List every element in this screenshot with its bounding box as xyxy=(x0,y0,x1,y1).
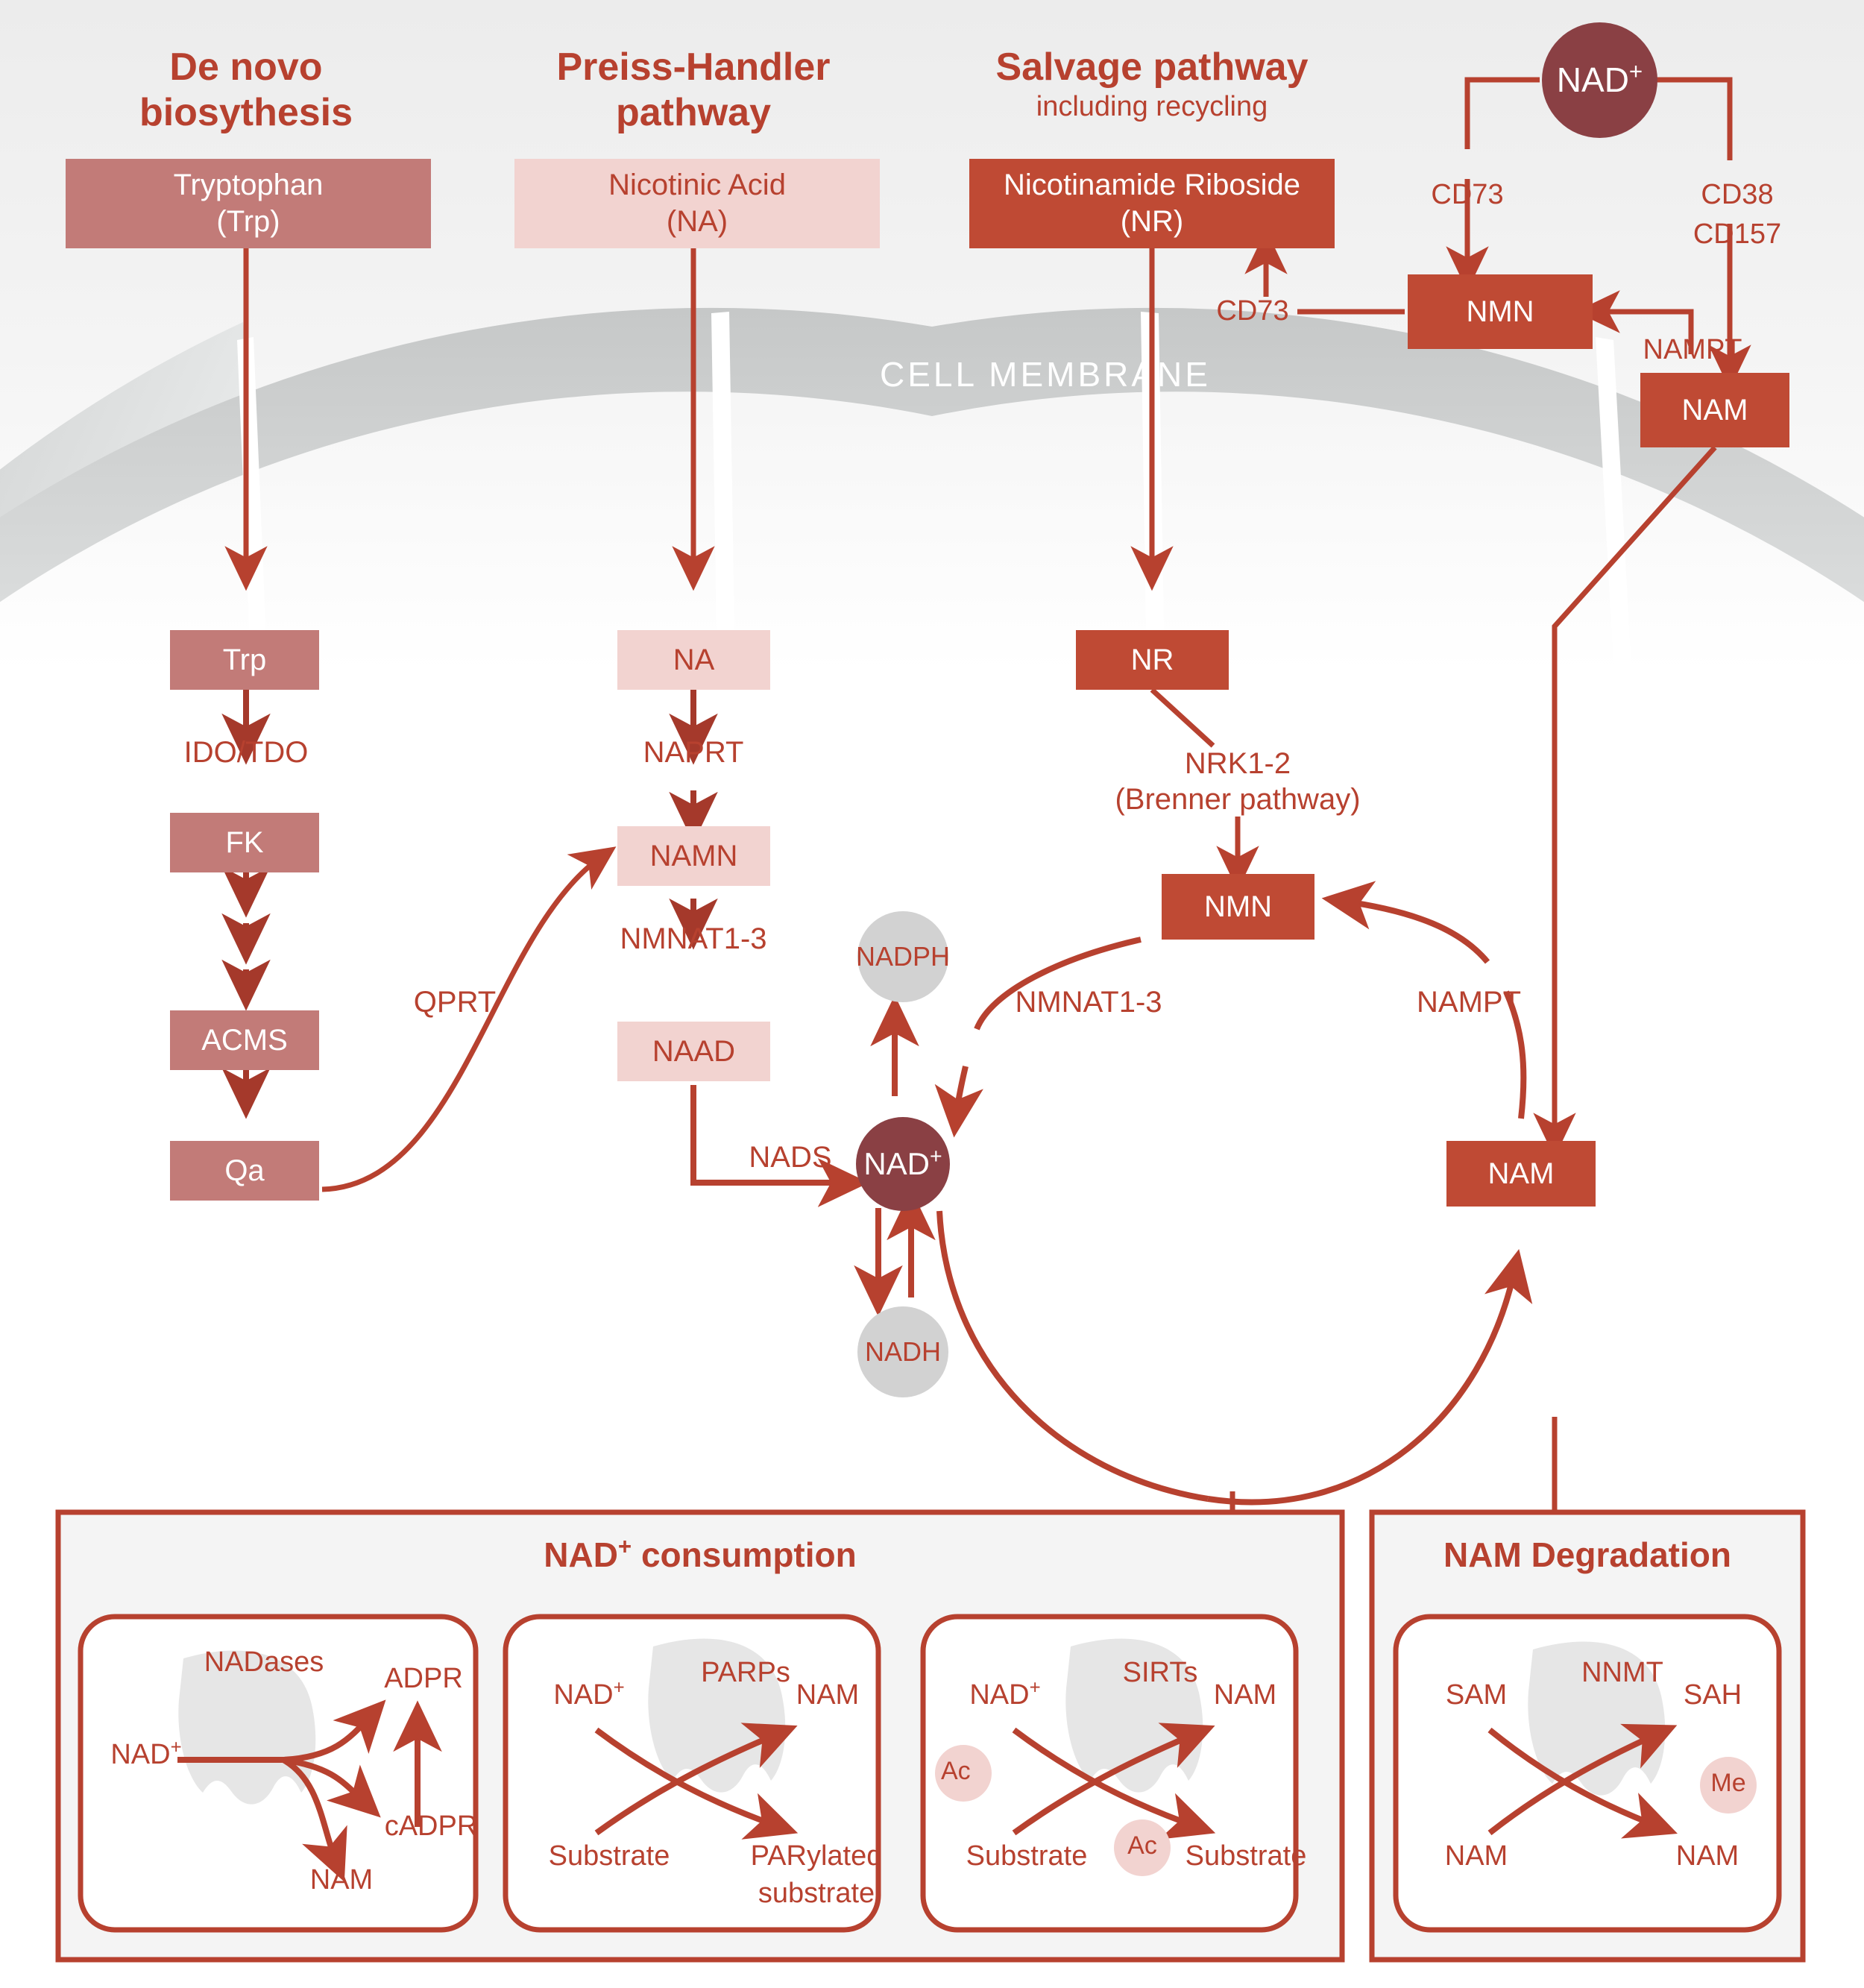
sirts-ac-out-label: Ac xyxy=(1127,1831,1157,1860)
enzyme-cd73-top: CD73 xyxy=(1431,179,1504,210)
sirts-out-substrate: Substrate xyxy=(1185,1840,1307,1872)
header-de-novo-line2: biosythesis xyxy=(139,91,353,135)
box-na-line2: (NA) xyxy=(666,205,728,238)
circle-nad-core[interactable]: NAD+ xyxy=(856,1117,950,1211)
enzyme-cd73-side: CD73 xyxy=(1216,295,1289,327)
box-tryptophan-line2: (Trp) xyxy=(216,205,280,238)
box-nr-intracellular[interactable]: NR xyxy=(1076,630,1229,690)
enzyme-nrk-line2: (Brenner pathway) xyxy=(1115,783,1361,816)
nadases-out-cadpr: cADPR xyxy=(384,1811,478,1842)
box-nmn-intracellular[interactable]: NMN xyxy=(1162,874,1314,940)
membrane-label: CELL MEMBRANE xyxy=(880,355,1211,394)
sirts-in-nad: NAD+ xyxy=(969,1677,1041,1711)
header-de-novo-line1: De novo xyxy=(169,45,323,89)
enzyme-nampt-core: NAMPT xyxy=(1417,986,1521,1019)
box-nr-line1: Nicotinamide Riboside xyxy=(1004,169,1300,202)
sirts-out-nam: NAM xyxy=(1213,1679,1277,1711)
box-tryptophan[interactable]: Tryptophan (Trp) xyxy=(66,159,431,248)
box-trp[interactable]: Trp xyxy=(170,630,319,690)
enzyme-parps: PARPs xyxy=(701,1657,790,1688)
top-right-connectors xyxy=(1244,77,1751,1158)
enzyme-nnmt: NNMT xyxy=(1581,1657,1663,1688)
enzyme-nadases: NADases xyxy=(204,1646,324,1678)
parps-in-nad: NAD+ xyxy=(553,1677,625,1711)
nadases-out-nam: NAM xyxy=(309,1864,374,1896)
sirts-in-substrate: Substrate xyxy=(966,1840,1088,1872)
qprt-arrow xyxy=(321,846,617,1192)
enzyme-sirts: SIRTs xyxy=(1122,1657,1198,1688)
box-qa[interactable]: Qa xyxy=(170,1141,319,1201)
nnmt-arrows xyxy=(1487,1723,1678,1839)
box-naad[interactable]: NAAD xyxy=(617,1022,770,1081)
parps-out-parylated: PARylated xyxy=(750,1840,883,1872)
enzyme-naprt: NAPRT xyxy=(643,736,744,769)
enzyme-nads: NADS xyxy=(749,1141,832,1174)
parps-out-substrate: substrate xyxy=(758,1878,875,1909)
nadases-in-nad: NAD+ xyxy=(110,1737,182,1770)
box-na-line1: Nicotinic Acid xyxy=(608,169,786,202)
box-nr-line2: (NR) xyxy=(1120,205,1184,238)
panel-title-degradation: NAM Degradation xyxy=(1443,1535,1731,1574)
box-nmn-extracellular[interactable]: NMN xyxy=(1408,274,1593,349)
nnmt-out-nam: NAM xyxy=(1675,1840,1739,1872)
panel-title-consumption: NAD+ consumption xyxy=(544,1533,857,1574)
parps-arrows xyxy=(594,1723,799,1840)
circle-nad-extracellular[interactable]: NAD+ xyxy=(1542,22,1657,138)
enzyme-cd38: CD38 xyxy=(1701,179,1774,210)
box-na[interactable]: NA xyxy=(617,630,770,690)
enzyme-ido-tdo: IDO/TDO xyxy=(183,736,309,769)
circle-nadh[interactable]: NADH xyxy=(857,1306,948,1397)
box-nam-extracellular[interactable]: NAM xyxy=(1640,373,1789,447)
enzyme-nmnat-preiss: NMNAT1-3 xyxy=(620,922,767,955)
panel-title-consumption-rest: consumption xyxy=(632,1535,857,1574)
header-de-novo: De novo biosythesis xyxy=(82,45,410,136)
sirts-arrows xyxy=(1012,1723,1216,1840)
header-salvage: Salvage pathway including recycling xyxy=(969,45,1335,124)
box-fk[interactable]: FK xyxy=(170,813,319,872)
circle-nad-label: NAD+ xyxy=(1556,59,1643,100)
header-preiss-line2: pathway xyxy=(615,91,772,135)
box-nicotinamide-riboside[interactable]: Nicotinamide Riboside (NR) xyxy=(969,159,1335,248)
header-preiss-handler: Preiss-Handler pathway xyxy=(529,45,857,136)
nnmt-in-sam: SAM xyxy=(1445,1679,1508,1711)
parps-out-nam: NAM xyxy=(796,1679,860,1711)
enzyme-nrk-line1: NRK1-2 xyxy=(1184,747,1291,780)
header-preiss-line1: Preiss-Handler xyxy=(556,45,831,89)
box-namn[interactable]: NAMN xyxy=(617,826,770,886)
header-salvage-subtitle: including recycling xyxy=(1036,91,1268,123)
nnmt-me-label: Me xyxy=(1710,1769,1746,1797)
box-tryptophan-line1: Tryptophan xyxy=(173,169,324,202)
enzyme-cd157: CD157 xyxy=(1693,218,1782,250)
nnmt-out-sah: SAH xyxy=(1683,1679,1742,1711)
panel-title-consumption-nad: NAD xyxy=(544,1535,618,1574)
nadases-out-adpr: ADPR xyxy=(384,1663,463,1694)
enzyme-nrk: NRK1-2 (Brenner pathway) xyxy=(1089,746,1387,817)
parps-in-substrate: Substrate xyxy=(548,1840,670,1872)
enzyme-nampt-extracellular: NAMPT xyxy=(1643,334,1742,365)
header-salvage-line1: Salvage pathway xyxy=(995,45,1309,89)
box-nam-intracellular[interactable]: NAM xyxy=(1446,1141,1596,1207)
enzyme-nmnat-core: NMNAT1-3 xyxy=(1015,986,1162,1019)
nnmt-in-nam: NAM xyxy=(1444,1840,1508,1872)
box-acms[interactable]: ACMS xyxy=(170,1010,319,1070)
enzyme-qprt: QPRT xyxy=(413,986,497,1019)
circle-nadph[interactable]: NADPH xyxy=(856,911,950,1002)
circle-nad-core-label: NAD+ xyxy=(863,1145,942,1182)
box-nicotinic-acid[interactable]: Nicotinic Acid (NA) xyxy=(514,159,880,248)
